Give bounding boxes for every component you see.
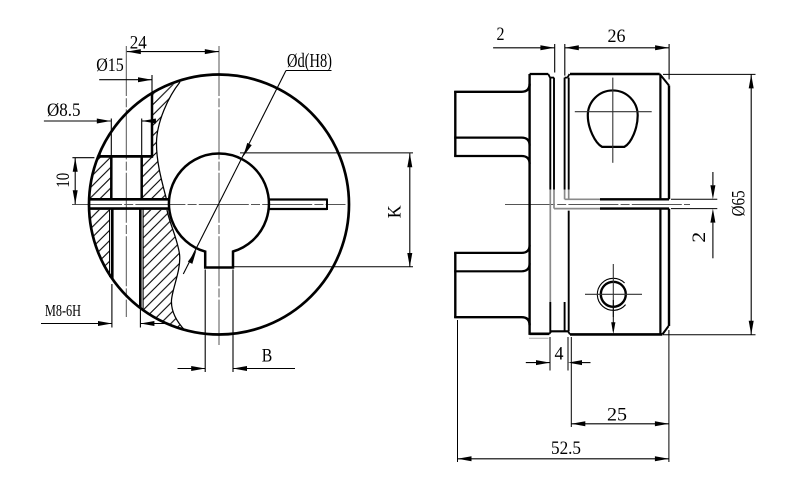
- svg-text:2: 2: [497, 25, 505, 45]
- svg-text:Ø65: Ø65: [729, 190, 749, 216]
- svg-text:24: 24: [130, 34, 147, 54]
- svg-text:B: B: [262, 347, 273, 367]
- svg-text:Ø8.5: Ø8.5: [47, 101, 81, 121]
- svg-text:M8-6H: M8-6H: [45, 301, 81, 320]
- svg-text:Ø15: Ø15: [96, 56, 124, 76]
- svg-text:25: 25: [607, 406, 627, 426]
- svg-text:10: 10: [54, 173, 74, 188]
- svg-text:K: K: [386, 205, 406, 219]
- svg-text:52.5: 52.5: [551, 439, 581, 459]
- svg-text:4: 4: [555, 344, 564, 364]
- svg-text:2: 2: [690, 232, 710, 243]
- svg-text:Ød(H8): Ød(H8): [287, 50, 332, 72]
- svg-text:26: 26: [608, 27, 626, 47]
